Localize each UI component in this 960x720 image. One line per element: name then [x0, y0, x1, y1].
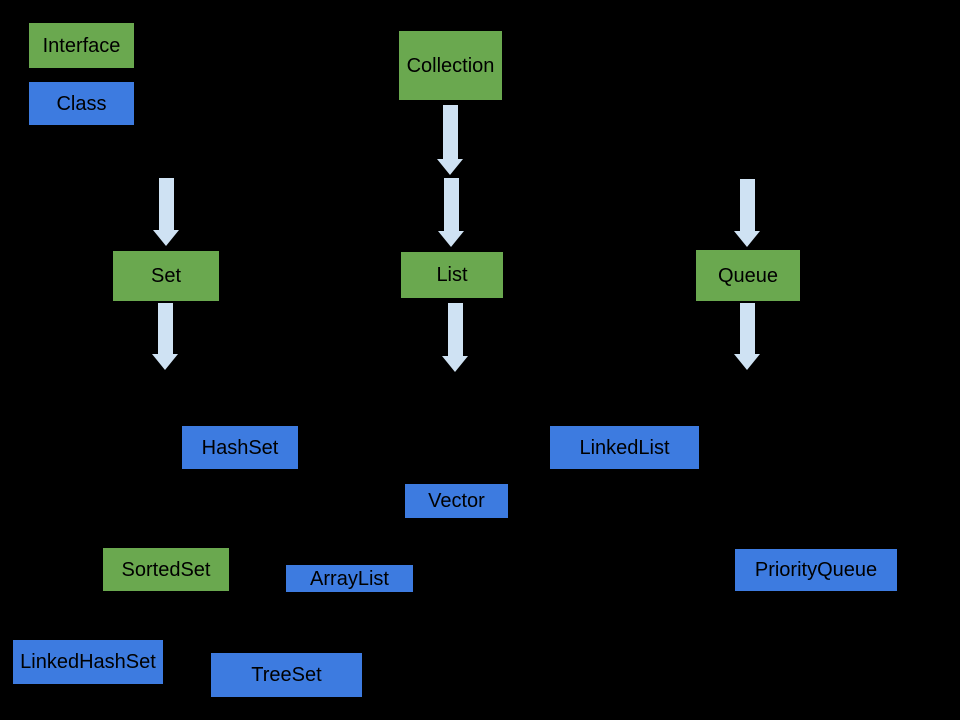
node-arraylist-label: ArrayList: [310, 567, 389, 590]
node-queue-label: Queue: [717, 264, 779, 287]
arrow-head: [437, 159, 463, 175]
node-list: List: [399, 250, 505, 300]
legend-class-label: Class: [56, 92, 107, 115]
node-sortedset-label: SortedSet: [121, 558, 211, 581]
arrow-shaft: [158, 178, 174, 230]
node-treeset: TreeSet: [209, 651, 364, 699]
node-collection: Collection: [397, 29, 504, 102]
node-vector: Vector: [403, 482, 510, 520]
node-collection-label: Collection: [406, 54, 495, 77]
node-arraylist: ArrayList: [284, 563, 415, 594]
legend-class-box: Class: [27, 80, 136, 127]
arrow-down-icon: [437, 105, 463, 175]
arrow-head: [734, 231, 760, 247]
node-linkedlist-label: LinkedList: [579, 436, 670, 459]
node-priorityqueue: PriorityQueue: [733, 547, 899, 593]
node-linkedlist: LinkedList: [548, 424, 701, 471]
arrow-head: [152, 354, 178, 370]
node-hashset: HashSet: [180, 424, 300, 471]
arrow-head: [734, 354, 760, 370]
arrow-shaft: [447, 303, 463, 356]
arrow-shaft: [157, 303, 173, 354]
arrow-down-icon: [438, 178, 464, 247]
node-hashset-label: HashSet: [201, 436, 279, 459]
arrow-down-icon: [152, 303, 178, 370]
arrow-down-icon: [734, 303, 760, 370]
node-vector-label: Vector: [428, 490, 485, 512]
node-treeset-label: TreeSet: [251, 664, 322, 686]
node-sortedset: SortedSet: [101, 546, 231, 593]
arrow-head: [153, 230, 179, 246]
arrow-shaft: [442, 105, 458, 159]
node-linkedhashset-label: LinkedHashSet: [20, 651, 156, 673]
arrow-down-icon: [153, 178, 179, 246]
legend-interface-box: Interface: [27, 21, 136, 70]
arrow-down-icon: [734, 179, 760, 247]
arrow-shaft: [739, 303, 755, 354]
node-queue: Queue: [694, 248, 802, 303]
node-set-label: Set: [150, 265, 182, 287]
node-list-label: List: [436, 264, 468, 286]
node-linkedhashset: LinkedHashSet: [11, 638, 165, 686]
arrow-head: [442, 356, 468, 372]
arrow-shaft: [443, 178, 459, 231]
arrow-shaft: [739, 179, 755, 231]
node-priorityqueue-label: PriorityQueue: [754, 559, 878, 581]
arrow-head: [438, 231, 464, 247]
legend-interface-label: Interface: [42, 34, 121, 57]
node-set: Set: [111, 249, 221, 303]
arrow-down-icon: [442, 303, 468, 372]
